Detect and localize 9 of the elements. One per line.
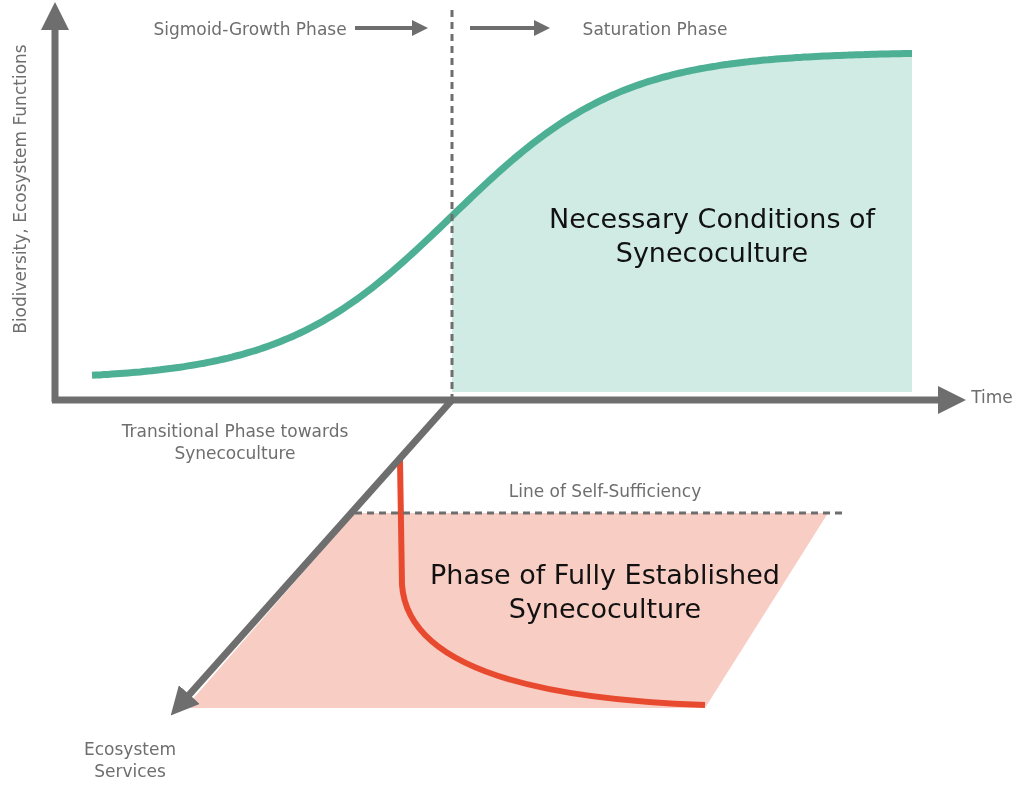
text-label: Line of Self-Sufficiency bbox=[507, 480, 703, 503]
text-label: Transitional Phase towards Synecoculture bbox=[120, 420, 350, 465]
text-label: Time bbox=[970, 386, 1014, 409]
text-label: Ecosystem Services bbox=[83, 738, 177, 783]
text-label: Sigmoid-Growth Phase bbox=[152, 18, 348, 41]
region-label: Necessary Conditions of Synecoculture bbox=[547, 202, 877, 270]
text-label: Saturation Phase bbox=[581, 18, 729, 41]
axis-label: Biodiversity, Ecosystem Functions bbox=[8, 43, 31, 336]
region-label: Phase of Fully Established Synecoculture bbox=[429, 558, 781, 626]
